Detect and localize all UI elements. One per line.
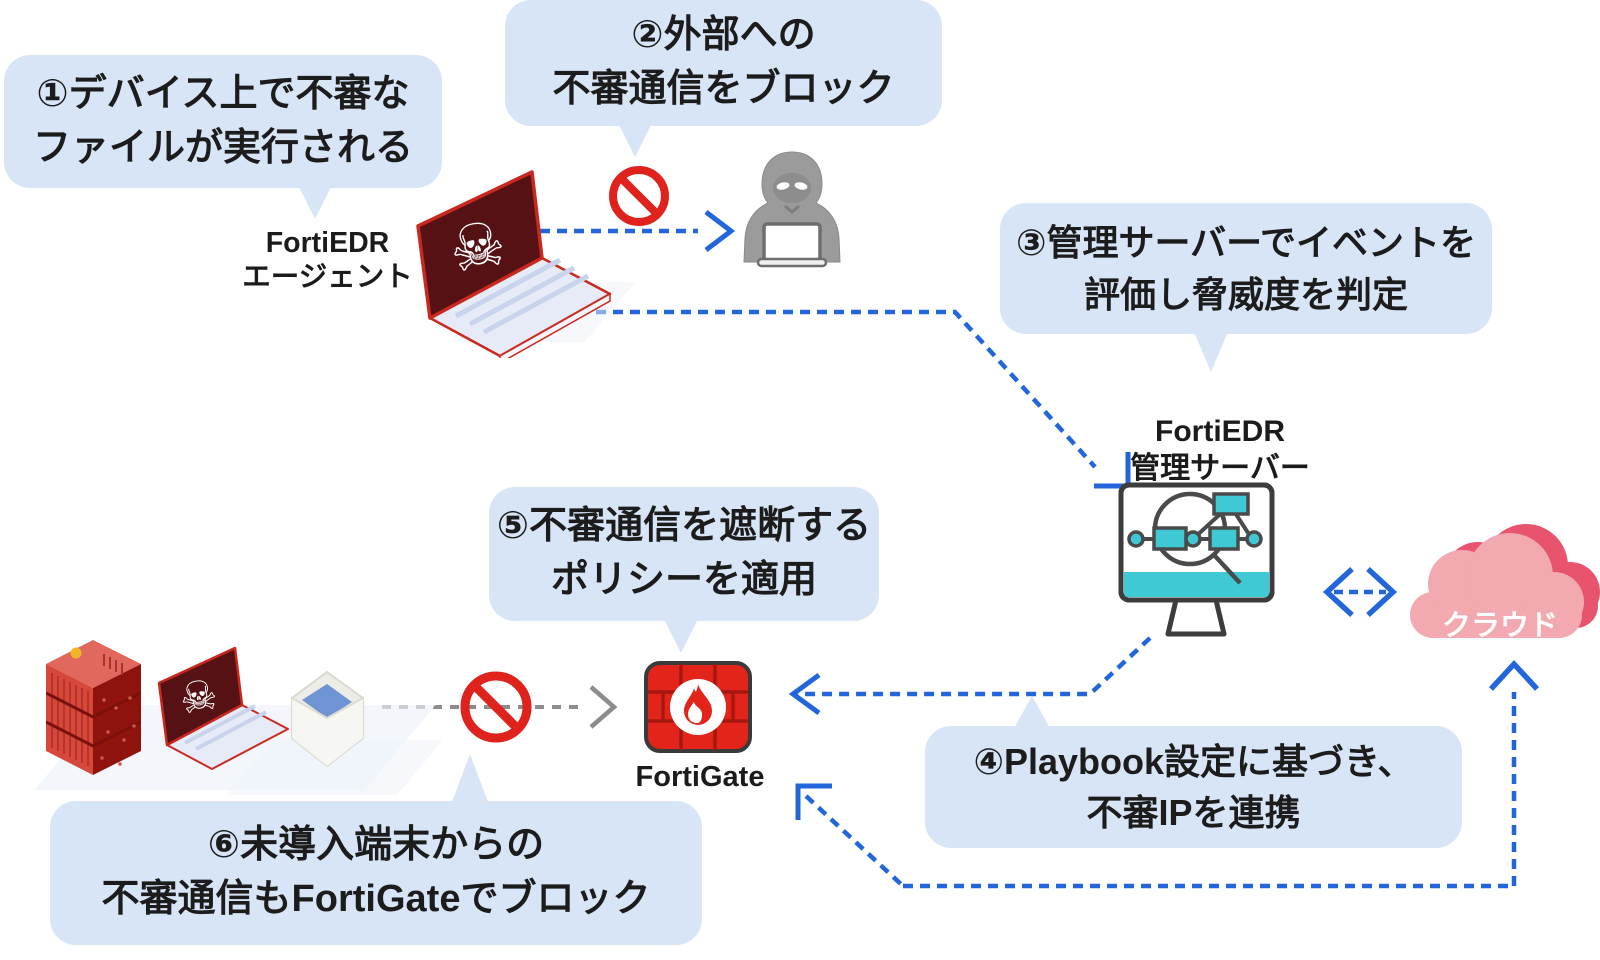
callout-step5-line2: ポリシーを適用 [550, 559, 817, 601]
prohibition-icon [460, 671, 532, 743]
firewall-flame-icon [644, 661, 752, 753]
callout-step3: ③管理サーバーでイベントを 評価し脅威度を判定 [1000, 203, 1492, 334]
callout-step2-line2: 不審通信をブロック [552, 68, 895, 110]
fortigate-label: FortiGate [635, 761, 765, 793]
callout-step2-line1: ②外部への [631, 14, 816, 57]
callout-step5: ⑤不審通信を遮断する ポリシーを適用 [489, 487, 879, 621]
callout-step3-tail [1194, 332, 1228, 372]
agent-label: FortiEDR エージェント [225, 226, 430, 294]
laptop-infected-icon: ☠ [157, 646, 289, 770]
callout-step1: ①デバイス上で不審な ファイルが実行される [4, 55, 442, 188]
callout-step6: ⑥未導入端末からの 不審通信もFortiGateでブロック [50, 801, 702, 945]
prohibition-icon [609, 166, 669, 226]
arrowhead-left [788, 672, 821, 716]
agent-label-line2: エージェント [242, 261, 413, 293]
skull-crossbones-icon: ☠ [176, 670, 221, 723]
server-icon [46, 640, 141, 775]
callout-step2: ②外部への 不審通信をブロック [505, 0, 942, 126]
callout-step6-line1: ⑥未導入端末からの [207, 824, 545, 867]
server-label-line1: FortiEDR [1155, 415, 1285, 448]
callout-step4: ④Playbook設定に基づき、 不審IPを連携 [925, 726, 1462, 848]
arrow-loop-diagonal [804, 794, 905, 888]
callout-step4-tail [1014, 696, 1050, 728]
hacker-icon [743, 151, 841, 268]
callout-step4-line1: ④Playbook設定に基づき、 [973, 740, 1414, 782]
server-label: FortiEDR 管理サーバー [1090, 413, 1350, 487]
server-label-line2: 管理サーバー [1130, 452, 1310, 485]
agent-label-line1: FortiEDR [265, 227, 390, 259]
cloud-icon: クラウド [1396, 522, 1600, 654]
arrowhead-right [704, 210, 736, 252]
arrowhead-left [1322, 566, 1354, 618]
callout-step1-line2: ファイルが実行される [32, 126, 413, 169]
monitor-analytics-icon [1118, 482, 1275, 637]
arrow-server-to-fortigate [797, 636, 1152, 697]
callout-step5-line1: ⑤不審通信を遮断する [496, 505, 872, 548]
laptop-infected-icon: ☠ [416, 170, 612, 358]
arrowhead-right [1366, 566, 1398, 618]
callout-step1-tail [298, 185, 332, 219]
skull-crossbones-icon: ☠ [444, 209, 511, 287]
arrowhead-corner-upleft [795, 783, 832, 820]
callout-step3-line2: 評価し脅威度を判定 [1083, 273, 1408, 315]
callout-step2-tail [618, 123, 652, 157]
callout-step1-line1: ①デバイス上で不審な [36, 72, 410, 115]
callout-step6-line2: 不審通信もFortiGateでブロック [101, 878, 651, 920]
callout-step6-tail [452, 754, 488, 802]
callout-step5-tail [664, 619, 698, 653]
envelope-icon [291, 670, 364, 768]
arrowhead-right-gray [589, 685, 618, 729]
callout-step4-line2: 不審IPを連携 [1086, 792, 1301, 833]
arrowhead-up [1488, 659, 1540, 691]
cloud-label: クラウド [1441, 610, 1558, 642]
arrow-agent-to-server [545, 309, 1097, 469]
callout-step3-line1: ③管理サーバーでイベントを [1016, 222, 1476, 264]
